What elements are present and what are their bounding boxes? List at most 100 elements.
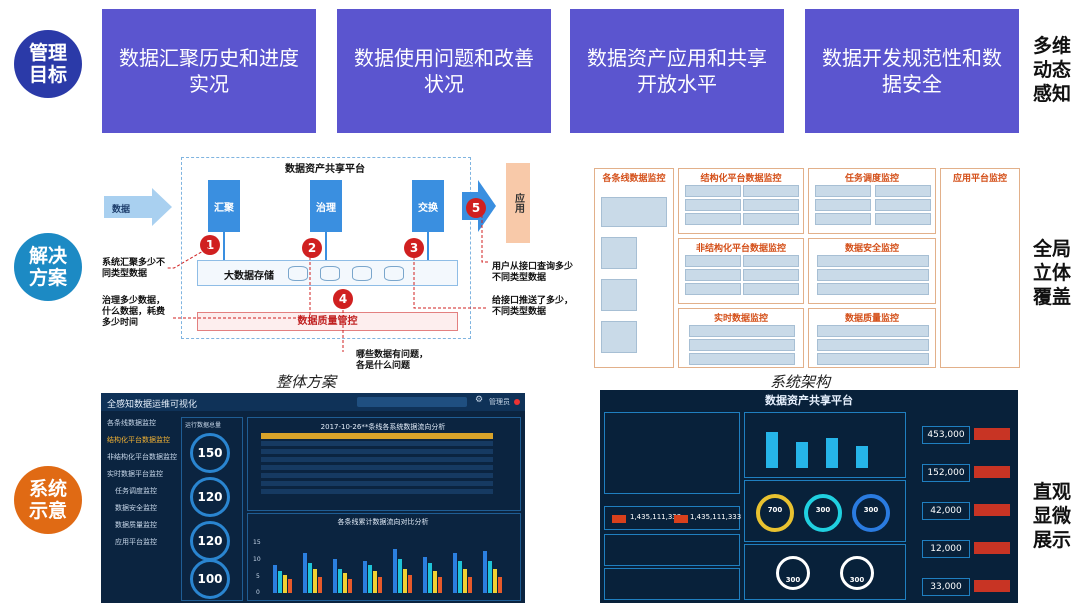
- arch-thumb: [743, 199, 799, 211]
- db-icon: [320, 266, 340, 281]
- bar-chart-graphic: [273, 549, 502, 593]
- cylinder-bars-graphic: [766, 432, 868, 468]
- dashboard-right-title: 数据资产共享平台: [765, 394, 853, 407]
- gauge-value: 120: [197, 534, 223, 548]
- y-tick: 5: [256, 573, 260, 580]
- user-name: 管理员: [489, 398, 510, 406]
- arch-thumb: [689, 325, 795, 337]
- menu-item[interactable]: 数据安全监控: [115, 504, 157, 512]
- side-label-goals: 多维动态感知: [1032, 35, 1071, 105]
- y-tick: 15: [253, 539, 261, 546]
- goal-box-1: 数据汇聚历史和进度实况: [102, 9, 316, 133]
- ring-value: 700: [767, 506, 783, 514]
- gauge-ring: [190, 433, 230, 473]
- panel-list: [604, 568, 740, 600]
- kpi-value: 42,000: [922, 502, 970, 520]
- gauge-value: 150: [197, 446, 223, 460]
- counter-value: 1,435,111,333: [630, 513, 682, 521]
- marker-4: 4: [333, 289, 353, 309]
- dashboard-right: 数据资产共享平台 700 300 300 1,435,111,333 1,435…: [600, 390, 1018, 603]
- arch-thumb: [601, 321, 637, 353]
- row-label-solution-text: 解决方案: [28, 245, 67, 289]
- arch-thumb: [949, 315, 1011, 337]
- arch-thumb: [601, 237, 637, 269]
- arch-thumb: [685, 269, 741, 281]
- gauge-value: 100: [197, 572, 223, 586]
- kpi-value: 12,000: [922, 540, 970, 558]
- menu-item[interactable]: 实时数据平台监控: [107, 470, 163, 478]
- arch-thumb: [875, 213, 931, 225]
- menu-item[interactable]: 任务调度监控: [115, 487, 157, 495]
- panel-speed: [744, 544, 906, 600]
- speed-value: 300: [849, 576, 865, 584]
- input-arrow-icon: [104, 188, 172, 226]
- kpi-badge: [974, 504, 1010, 516]
- annotation-3: 给接口推送了多少，不同类型数据: [492, 296, 574, 317]
- panel-bars: [744, 412, 906, 478]
- annotation-4: 哪些数据有问题，各是什么问题: [356, 350, 429, 371]
- kpi-badge: [974, 466, 1010, 478]
- db-icon: [288, 266, 308, 281]
- row-label-goals-text: 管理目标: [28, 42, 67, 86]
- dashboard-search-input[interactable]: [357, 397, 467, 407]
- menu-item-active[interactable]: 结构化平台数据监控: [107, 436, 170, 444]
- dashboard-left: 全感知数据运维可视化 ⚙ 管理员 各条线数据监控 结构化平台数据监控 非结构化平…: [101, 393, 525, 603]
- goal-box-4: 数据开发规范性和数据安全: [805, 9, 1019, 133]
- gauge-ring: [190, 559, 230, 599]
- module-govern: 治理: [310, 180, 342, 232]
- menu-item[interactable]: 数据质量监控: [115, 521, 157, 529]
- flow-table-panel: [247, 417, 521, 511]
- arch-panel-7: 实时数据监控: [678, 308, 804, 368]
- row-label-demo-text: 系统示意: [28, 478, 67, 522]
- side-label-demo: 直观显微展示: [1032, 481, 1071, 551]
- gear-icon[interactable]: ⚙: [475, 395, 484, 405]
- menu-item[interactable]: 应用平台监控: [115, 538, 157, 546]
- panel-sources: [604, 412, 740, 494]
- menu-item[interactable]: 非结构化平台数据监控: [107, 453, 177, 461]
- gauge-panel-title: 运行数据总量: [185, 422, 222, 429]
- menu-item[interactable]: 各条线数据监控: [107, 419, 156, 427]
- speed-value: 300: [785, 576, 801, 584]
- ring-value: 300: [863, 506, 879, 514]
- arch-thumb: [815, 213, 871, 225]
- arch-thumb: [689, 339, 795, 351]
- storage-label: 大数据存储: [224, 271, 274, 282]
- counter-badge: [674, 515, 688, 523]
- platform-frame: [181, 157, 471, 339]
- quality-layer: 数据质量管控: [197, 312, 458, 331]
- flow-table: [261, 433, 493, 494]
- platform-title: 数据资产共享平台: [285, 164, 365, 175]
- row-label-solution: 解决方案: [14, 233, 82, 301]
- arch-thumb: [685, 283, 741, 295]
- y-tick: 10: [253, 556, 261, 563]
- arch-thumb: [817, 339, 929, 351]
- input-label: 数据: [112, 205, 131, 215]
- arch-panel-8: 数据质量监控: [808, 308, 936, 368]
- kpi-badge: [974, 542, 1010, 554]
- marker-3: 3: [404, 238, 424, 258]
- bar-group: [273, 549, 502, 593]
- arch-thumb: [875, 185, 931, 197]
- arch-thumb: [743, 185, 799, 197]
- arch-panel-6: 数据安全监控: [808, 238, 936, 304]
- arch-thumb: [685, 185, 741, 197]
- arch-thumb: [949, 215, 1011, 237]
- db-icon: [352, 266, 372, 281]
- y-tick: 0: [256, 589, 260, 596]
- flow-lines: [223, 232, 429, 260]
- arch-thumb: [601, 197, 667, 227]
- alert-icon: [514, 399, 520, 405]
- arch-panel-5: 非结构化平台数据监控: [678, 238, 804, 304]
- marker-2: 2: [302, 238, 322, 258]
- chart-panel: [247, 513, 521, 601]
- gauge-value: 120: [197, 490, 223, 504]
- arch-thumb: [817, 325, 929, 337]
- speed-gauge: [840, 556, 874, 590]
- arch-panel-title: 应用平台监控: [952, 174, 1007, 184]
- arch-thumb: [743, 213, 799, 225]
- goal-box-3: 数据资产应用和共享开放水平: [570, 9, 784, 133]
- chart-title: 各条线累计数据流向对比分析: [337, 518, 429, 526]
- arch-thumb: [743, 255, 799, 267]
- speed-gauge: [776, 556, 810, 590]
- marker-5: 5: [466, 198, 486, 218]
